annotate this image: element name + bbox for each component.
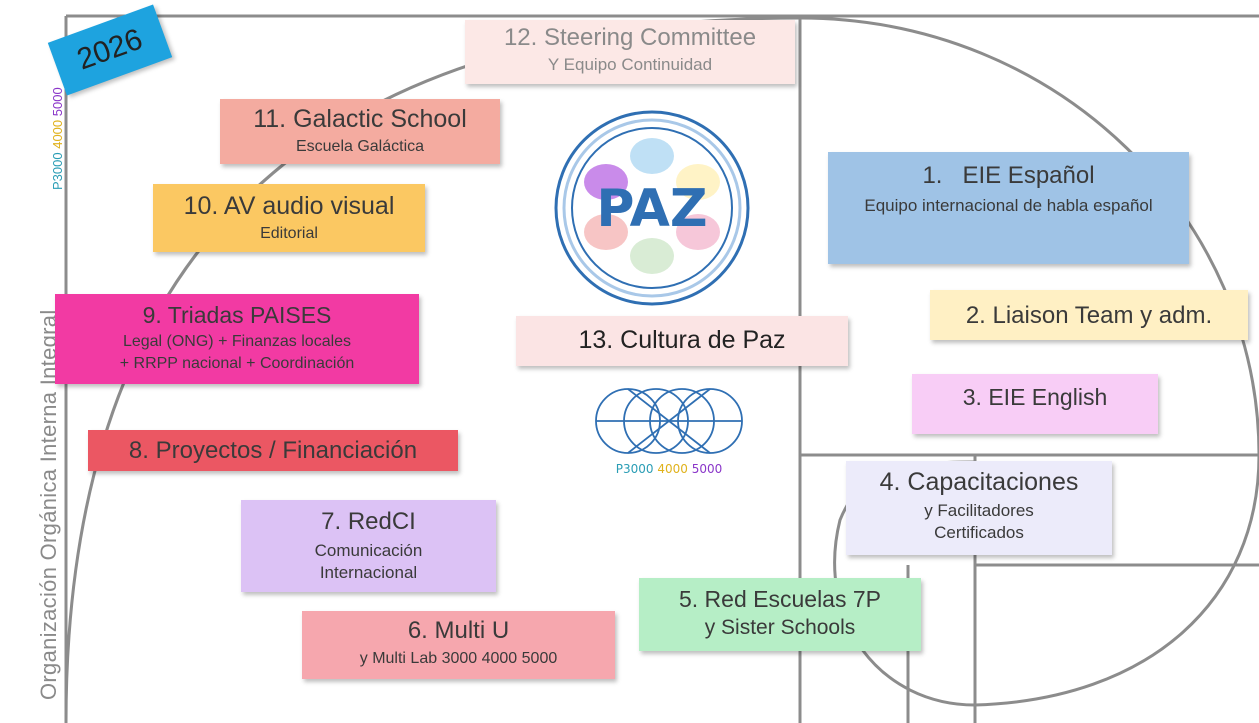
box-4-sub2: Certificados — [934, 523, 1024, 543]
box-11-title: 11. Galactic School — [253, 105, 467, 133]
box-10-title: 10. AV audio visual — [183, 192, 395, 220]
box-11-sub: Escuela Galáctica — [295, 137, 425, 155]
box-8-title: 8. Proyectos / Financiación — [128, 437, 418, 464]
n5000-label: 5000 — [50, 87, 65, 117]
box-13-cultura-de-paz: 13. Cultura de Paz — [516, 316, 848, 366]
p3000-emblem: P3000 4000 5000 — [588, 385, 750, 481]
box-5-red-escuelas: 5. Red Escuelas 7P y Sister Schools — [639, 578, 921, 651]
n4000-label: 4000 — [50, 119, 65, 149]
box-5-sub: y Sister Schools — [704, 616, 856, 640]
box-7-redci: 7. RedCI Comunicación Internacional — [241, 500, 496, 592]
box-2-title: 2. Liaison Team y adm. — [965, 302, 1213, 329]
box-5-title: 5. Red Escuelas 7P — [678, 586, 881, 612]
box-6-title: 6. Multi U — [407, 617, 510, 644]
box-8-proyectos-financiacion: 8. Proyectos / Financiación — [88, 430, 458, 471]
emblem-caption: P3000 4000 5000 — [616, 462, 723, 476]
paz-logo-graphic: PAZ — [554, 110, 750, 306]
box-4-title: 4. Capacitaciones — [879, 468, 1079, 496]
box-9-triadas-paises: 9. Triadas PAISES Legal (ONG) + Finanzas… — [55, 294, 419, 384]
box-12-title: 12. Steering Committee — [503, 24, 757, 51]
spiral-arc-bottom — [974, 454, 1259, 707]
box-7-title: 7. RedCI — [321, 508, 416, 535]
logo-petal-top-right — [676, 164, 720, 200]
box-2-liaison-team: 2. Liaison Team y adm. — [930, 290, 1248, 340]
logo-petal-top — [630, 138, 674, 174]
logo-petal-bottom-right — [676, 214, 720, 250]
box-4-sub1: y Facilitadores — [924, 500, 1034, 520]
box-1-sub: Equipo internacional de habla español — [864, 195, 1153, 215]
box-9-title: 9. Triadas PAISES — [142, 302, 332, 328]
paz-logo: PAZ — [552, 108, 752, 308]
box-6-multi-u: 6. Multi U y Multi Lab 3000 4000 5000 — [302, 611, 615, 679]
emblem-4000: 4000 — [657, 462, 688, 476]
box-3-eie-english: 3. EIE English — [912, 374, 1158, 434]
logo-petal-bottom-left — [584, 214, 628, 250]
box-9-sub1: Legal (ONG) + Finanzas locales — [122, 333, 352, 351]
box-12-sub: Y Equipo Continuidad — [547, 54, 713, 74]
vertical-numbers: P3000 4000 5000 — [50, 87, 65, 190]
box-4-capacitaciones: 4. Capacitaciones y Facilitadores Certif… — [846, 461, 1112, 555]
logo-text: PAZ — [596, 179, 707, 239]
logo-petal-top-left — [584, 164, 628, 200]
box-10-sub: Editorial — [260, 224, 318, 242]
emblem-5000: 5000 — [692, 462, 723, 476]
p3000-emblem-graphic: P3000 4000 5000 — [595, 388, 743, 476]
box-13-title: 13. Cultura de Paz — [578, 326, 786, 354]
box-9-sub2: + RRPP nacional + Coordinación — [119, 354, 355, 372]
box-3-title: 3. EIE English — [962, 384, 1108, 410]
logo-middle-ring — [562, 118, 742, 298]
box-7-sub1: Comunicación — [314, 540, 423, 560]
logo-petal-bottom — [630, 238, 674, 274]
box-12-steering-committee: 12. Steering Committee Y Equipo Continui… — [465, 20, 795, 84]
box-1-title: 1. EIE Español — [922, 162, 1095, 189]
emblem-diagonal-2 — [627, 388, 711, 454]
emblem-p3000: P3000 — [616, 462, 654, 476]
p3000-label: P3000 — [50, 152, 65, 190]
spiral-arc-right — [799, 16, 1259, 456]
box-6-sub: y Multi Lab 3000 4000 5000 — [359, 649, 558, 667]
box-7-sub2: Internacional — [319, 563, 418, 583]
box-10-av-audio-visual: 10. AV audio visual Editorial — [153, 184, 425, 252]
box-1-eie-espanol: 1. EIE Español Equipo internacional de h… — [828, 152, 1189, 264]
box-11-galactic-school: 11. Galactic School Escuela Galáctica — [220, 99, 500, 164]
